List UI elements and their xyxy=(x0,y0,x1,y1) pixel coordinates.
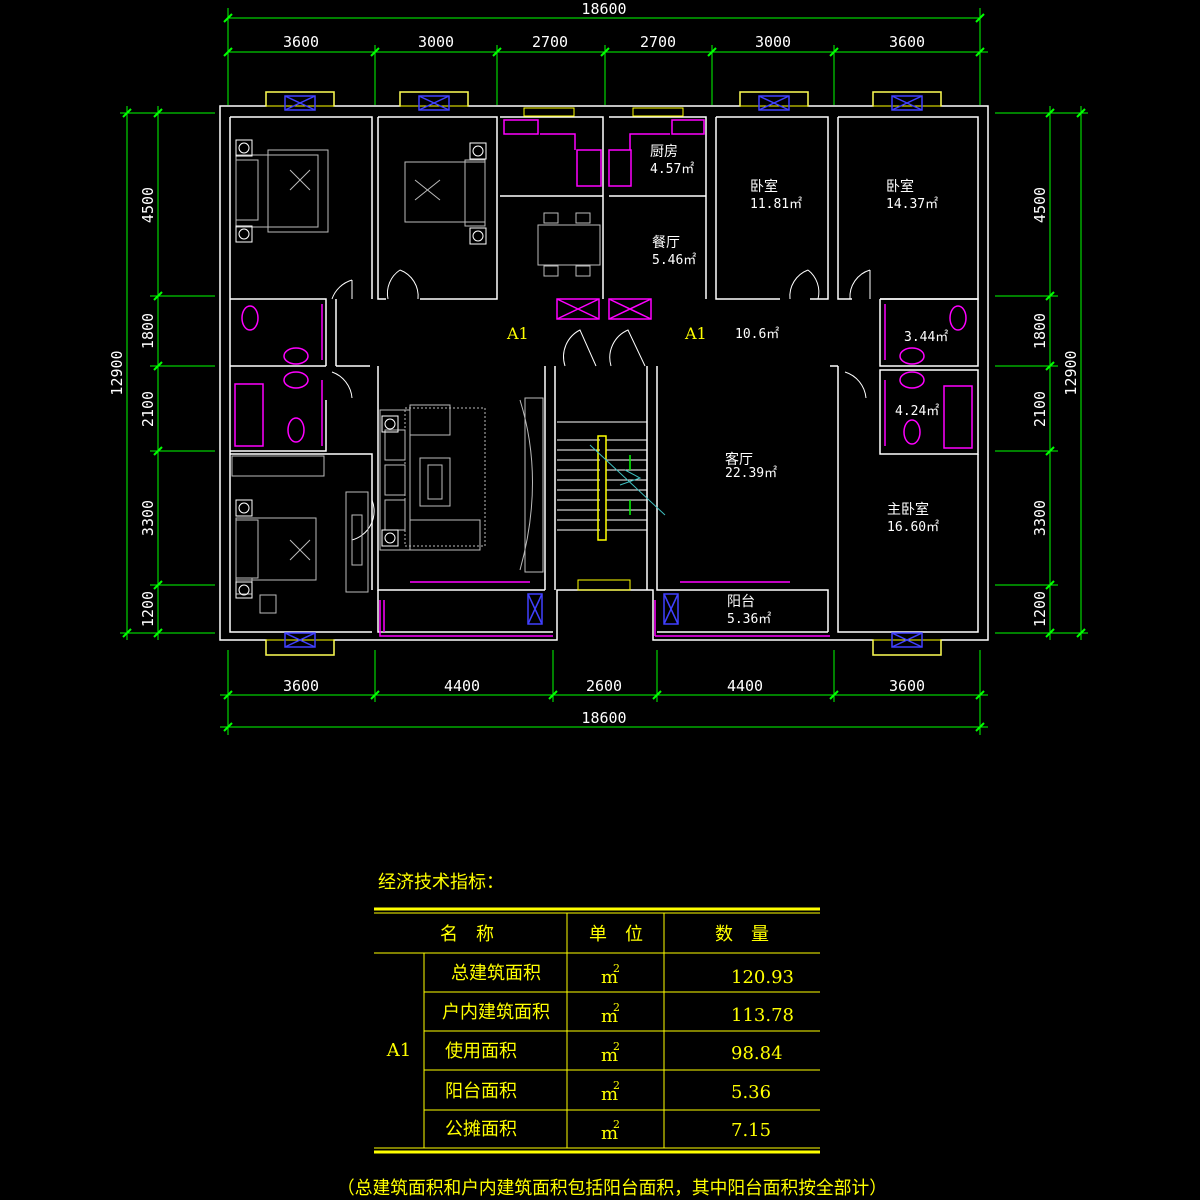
row-unit-sup: 2 xyxy=(613,1118,620,1131)
unit-label-right: A1 xyxy=(684,324,707,343)
windows xyxy=(265,91,942,656)
row-unit: m xyxy=(601,1045,618,1066)
table-row: 户内建筑面积 m 2 113.78 xyxy=(442,1001,794,1027)
right-dim-4: 3300 xyxy=(1031,500,1049,536)
table-row: 总建筑面积 m 2 120.93 xyxy=(451,962,794,988)
unit-label-left: A1 xyxy=(506,324,529,343)
master-name: 主卧室 xyxy=(887,501,929,518)
table-row: 使用面积 m 2 98.84 xyxy=(445,1040,783,1066)
left-total-dim: 12900 xyxy=(108,350,126,395)
table-note: （总建筑面积和户内建筑面积包括阳台面积，其中阳台面积按全部计） xyxy=(337,1178,887,1199)
row-value: 7.15 xyxy=(731,1120,771,1141)
balcony-area: 5.36㎡ xyxy=(727,612,771,627)
left-dim-5: 1200 xyxy=(139,591,157,627)
furniture xyxy=(231,149,601,614)
table-row: 公摊面积 m 2 7.15 xyxy=(445,1118,771,1144)
row-name: 阳台面积 xyxy=(445,1081,517,1102)
row-name: 使用面积 xyxy=(445,1041,517,1062)
living-name: 客厅 xyxy=(725,451,753,468)
balcony-name: 阳台 xyxy=(727,594,755,610)
top-dim-2: 3000 xyxy=(418,33,454,51)
right-dim-5: 1200 xyxy=(1031,591,1049,627)
bottom-dim-1: 3600 xyxy=(283,677,319,695)
top-dim-3: 2700 xyxy=(532,33,568,51)
right-total-dim: 12900 xyxy=(1062,350,1080,395)
bath-2-area: 4.24㎡ xyxy=(895,404,939,419)
row-unit: m xyxy=(601,967,618,988)
row-value: 113.78 xyxy=(731,1005,794,1026)
right-dim-2: 1800 xyxy=(1031,313,1049,349)
hall-area: 10.6㎡ xyxy=(735,327,779,342)
bottom-dim-4: 4400 xyxy=(727,677,763,695)
kitchen-area: 4.57㎡ xyxy=(650,162,694,177)
row-unit: m xyxy=(601,1006,618,1027)
dining-area: 5.46㎡ xyxy=(652,253,696,268)
dimension-lines xyxy=(120,8,1088,735)
fixtures xyxy=(234,119,973,449)
table-title: 经济技术指标： xyxy=(378,872,504,893)
bedroom-2-area: 14.37㎡ xyxy=(886,197,938,212)
dining-name: 餐厅 xyxy=(652,235,680,251)
left-dim-1: 4500 xyxy=(139,187,157,223)
table-header-value: 数 量 xyxy=(715,924,769,945)
bottom-dim-3: 2600 xyxy=(586,677,622,695)
row-name: 户内建筑面积 xyxy=(442,1002,550,1023)
right-dim-1: 4500 xyxy=(1031,187,1049,223)
table-header-name: 名 称 xyxy=(440,924,494,945)
bedroom-1-name: 卧室 xyxy=(750,178,778,195)
table-header-unit: 单 位 xyxy=(589,924,643,945)
top-total-dim: 18600 xyxy=(581,0,626,18)
row-value: 120.93 xyxy=(731,967,794,988)
staircase xyxy=(557,421,666,541)
master-area: 16.60㎡ xyxy=(887,520,939,535)
row-value: 98.84 xyxy=(731,1043,783,1064)
top-dim-5: 3000 xyxy=(755,33,791,51)
row-unit-sup: 2 xyxy=(613,1001,620,1014)
row-unit-sup: 2 xyxy=(613,1040,620,1053)
row-name: 总建筑面积 xyxy=(451,963,541,984)
dimension-ticks xyxy=(122,13,1086,732)
bottom-dim-2: 4400 xyxy=(444,677,480,695)
bottom-dim-5: 3600 xyxy=(889,677,925,695)
right-dim-3: 2100 xyxy=(1031,391,1049,427)
table-group-label: A1 xyxy=(386,1040,411,1061)
row-unit: m xyxy=(601,1084,618,1105)
kitchen-name: 厨房 xyxy=(650,144,678,160)
nightstands xyxy=(235,139,487,599)
top-dim-6: 3600 xyxy=(889,33,925,51)
doors xyxy=(331,269,871,541)
row-name: 公摊面积 xyxy=(445,1119,517,1140)
bath-1-area: 3.44㎡ xyxy=(904,330,948,345)
living-area: 22.39㎡ xyxy=(725,466,777,481)
left-dim-3: 2100 xyxy=(139,391,157,427)
row-unit: m xyxy=(601,1123,618,1144)
top-dim-1: 3600 xyxy=(283,33,319,51)
bedroom-1-area: 11.81㎡ xyxy=(750,197,802,212)
top-dim-4: 2700 xyxy=(640,33,676,51)
left-dim-2: 1800 xyxy=(139,313,157,349)
row-value: 5.36 xyxy=(731,1082,771,1103)
bottom-total-dim: 18600 xyxy=(581,709,626,727)
table-lines xyxy=(374,907,820,1154)
left-dim-4: 3300 xyxy=(139,500,157,536)
row-unit-sup: 2 xyxy=(613,962,620,975)
bedroom-2-name: 卧室 xyxy=(886,178,914,195)
table-row: 阳台面积 m 2 5.36 xyxy=(445,1079,771,1105)
row-unit-sup: 2 xyxy=(613,1079,620,1092)
